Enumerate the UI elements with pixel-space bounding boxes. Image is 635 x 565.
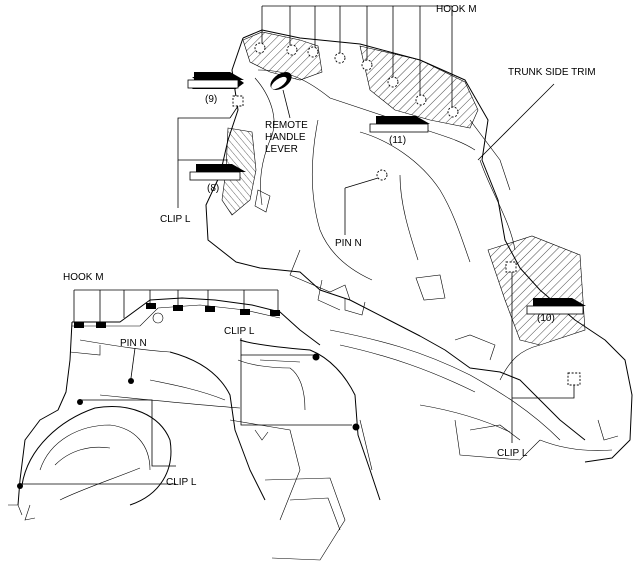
hatched-area-upper-right — [359, 45, 479, 129]
clip-l-marker-9 — [232, 95, 244, 107]
step-arrow-10 — [526, 298, 586, 315]
clip-l-label-left: CLIP L — [160, 214, 191, 225]
detail-trim-illustration — [8, 297, 381, 561]
clip-l-label-detail-bottom: CLIP L — [166, 477, 197, 488]
pin-n-label-detail: PIN N — [120, 338, 147, 349]
leader-lines-main — [177, 6, 575, 443]
clip-l-label-bottom-right: CLIP L — [497, 448, 528, 459]
step-arrow-8 — [189, 164, 246, 181]
detail-pin-n — [128, 378, 134, 384]
trunk-side-trim-label: TRUNK SIDE TRIM — [508, 67, 596, 78]
pin-n-label-main: PIN N — [335, 238, 362, 249]
detail-clip-l-4 — [352, 423, 360, 431]
detail-clip-l-2 — [17, 483, 23, 489]
clip-l-label-detail-top: CLIP L — [224, 326, 255, 337]
pin-n-marker — [376, 169, 388, 181]
step-label-11: (11) — [389, 135, 406, 146]
hook-m-label: HOOK M — [436, 4, 477, 15]
main-trim-illustration — [205, 29, 633, 463]
remote-handle-lever-label-3: LEVER — [265, 144, 298, 155]
step-label-9: (9) — [205, 94, 217, 105]
hatched-area-lower-right — [487, 235, 586, 346]
clip-l-marker-right — [567, 372, 581, 386]
detail-hook-m-callout-lines — [73, 289, 279, 322]
hook-markers — [232, 42, 581, 386]
step-label-8: (8) — [207, 183, 219, 194]
detail-clip-l-3 — [312, 353, 320, 361]
clip-l-marker-10 — [505, 261, 517, 273]
step-arrow-11 — [369, 116, 430, 133]
hook-m-callout-lines — [261, 5, 453, 110]
remote-handle-lever-label-1: REMOTE — [265, 120, 308, 131]
hook-m-label-detail: HOOK M — [63, 272, 104, 283]
leader-lines-detail — [20, 338, 352, 485]
detail-clip-l-1 — [77, 399, 83, 405]
remote-handle-lever-label-2: HANDLE — [265, 132, 306, 143]
step-arrow-9 — [187, 72, 244, 89]
step-label-10: (10) — [537, 313, 555, 324]
